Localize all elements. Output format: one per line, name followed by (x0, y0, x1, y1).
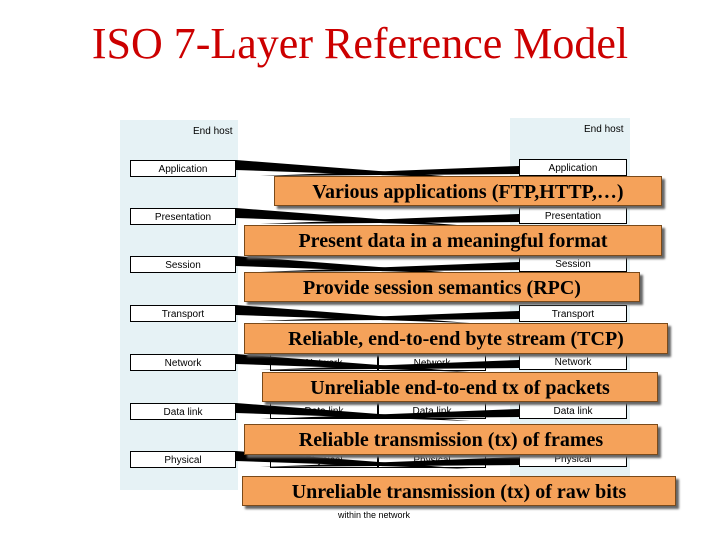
right-layer-application: Application (519, 159, 627, 176)
callout-presentation: Present data in a meaningful format (244, 225, 662, 256)
right-host-label: End host (584, 124, 624, 135)
left-layer-presentation: Presentation (130, 208, 236, 225)
left-layer-datalink: Data link (130, 403, 236, 420)
wedge-session-right (260, 262, 519, 272)
network-caption: within the network (338, 510, 411, 520)
wedge-presentation-left (236, 208, 470, 226)
right-layer-presentation: Presentation (519, 207, 627, 224)
left-layer-transport: Transport (130, 305, 236, 322)
page-title: ISO 7-Layer Reference Model (91, 19, 629, 68)
right-layer-transport: Transport (519, 305, 627, 322)
callout-application: Various applications (FTP,HTTP,…) (274, 176, 662, 206)
left-layer-physical: Physical (130, 451, 236, 468)
right-layer-datalink: Data link (519, 402, 627, 419)
callout-datalink: Reliable transmission (tx) of frames (244, 424, 658, 455)
wedge-datalink-right (260, 409, 519, 419)
callout-physical: Unreliable transmission (tx) of raw bits (242, 476, 676, 506)
wedge-application-right (260, 166, 519, 176)
wedge-network-right (260, 360, 519, 370)
left-host-label: End host (193, 126, 233, 137)
wedge-transport-right (260, 311, 519, 321)
left-layer-network: Network (130, 354, 236, 371)
wedge-network-left (236, 354, 470, 372)
wedge-datalink-left (236, 403, 470, 421)
left-layer-session: Session (130, 256, 236, 273)
callout-session: Provide session semantics (RPC) (244, 272, 640, 302)
wedge-transport-left (236, 305, 470, 323)
callout-network: Unreliable end-to-end tx of packets (262, 372, 658, 402)
callout-transport: Reliable, end-to-end byte stream (TCP) (244, 323, 668, 354)
wedge-physical-right (260, 457, 519, 467)
wedge-presentation-right (260, 214, 519, 224)
left-layer-application: Application (130, 160, 236, 177)
